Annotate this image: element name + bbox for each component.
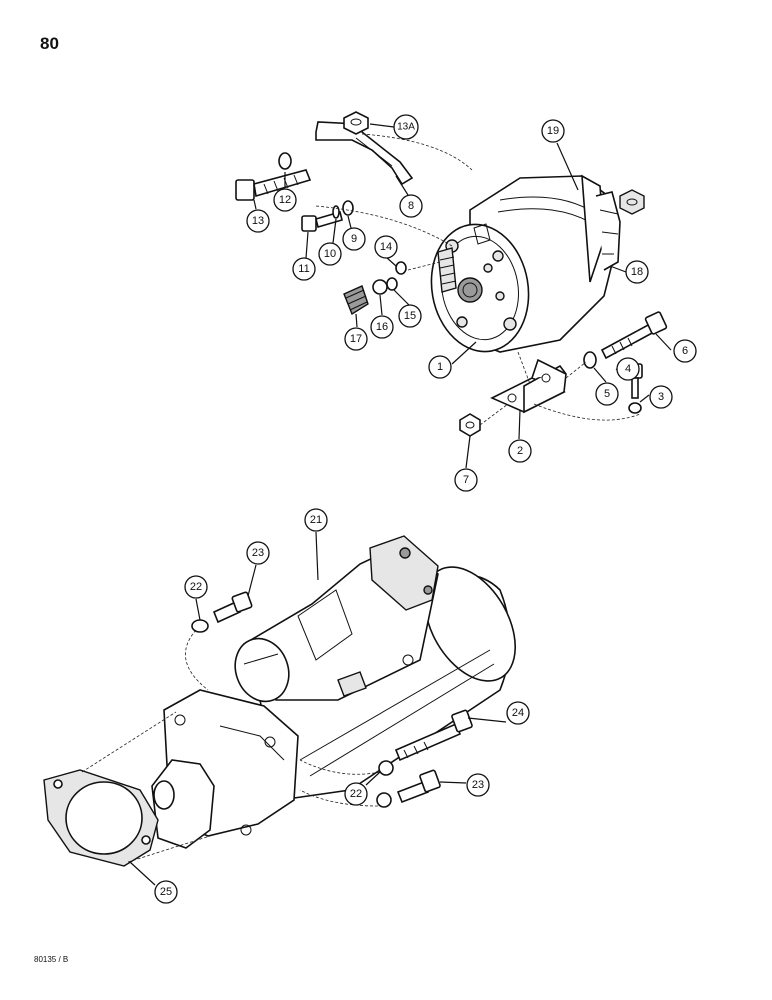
starter-solenoid — [234, 535, 439, 703]
bolt-24 — [394, 709, 473, 762]
bolt-6 — [600, 311, 668, 360]
callout-16: 16 — [370, 315, 394, 339]
svg-text:25: 25 — [160, 886, 172, 898]
callout-4: 4 — [616, 357, 640, 381]
callout-7: 7 — [454, 468, 478, 492]
starter-assembly — [43, 535, 517, 867]
svg-text:21: 21 — [310, 514, 322, 526]
callout-11: 11 — [292, 257, 316, 281]
alternator-assembly — [235, 111, 668, 437]
bolt-23-lower — [396, 769, 441, 804]
drive-housing — [151, 689, 299, 849]
mounting-gasket-25 — [43, 769, 159, 867]
svg-text:16: 16 — [376, 321, 388, 333]
svg-text:7: 7 — [463, 474, 469, 486]
svg-text:19: 19 — [547, 125, 559, 137]
hex-nut-13a — [343, 111, 369, 135]
callout-22-upper: 22 — [184, 575, 208, 599]
washer-9 — [342, 200, 354, 216]
hex-nut-7 — [459, 413, 481, 437]
callout-12: 12 — [273, 188, 297, 212]
svg-text:24: 24 — [512, 707, 524, 719]
washer-22-lower — [378, 760, 394, 776]
svg-text:8: 8 — [408, 200, 414, 212]
callout-24: 24 — [506, 701, 530, 725]
lockwasher-3 — [628, 402, 642, 414]
svg-text:18: 18 — [631, 266, 643, 278]
lockwasher-10 — [332, 205, 340, 219]
callout-5: 5 — [595, 382, 619, 406]
callout-19: 19 — [541, 119, 565, 143]
washer-14 — [395, 261, 407, 275]
alternator-body — [430, 174, 645, 353]
svg-text:1: 1 — [437, 361, 443, 373]
svg-text:11: 11 — [298, 263, 309, 275]
page-number: 80 — [40, 34, 59, 53]
callout-13a: 13A — [393, 114, 419, 140]
callout-22-lower: 22 — [344, 782, 368, 806]
svg-text:4: 4 — [625, 363, 631, 375]
svg-text:23: 23 — [252, 547, 264, 559]
svg-text:14: 14 — [380, 241, 392, 253]
svg-text:22: 22 — [350, 788, 362, 800]
washer-22-lower-b — [376, 792, 392, 808]
callout-1: 1 — [428, 355, 452, 379]
svg-text:22: 22 — [190, 581, 202, 593]
callout-18: 18 — [625, 260, 649, 284]
callout-10: 10 — [318, 242, 342, 266]
callout-3: 3 — [649, 385, 673, 409]
callout-25: 25 — [154, 880, 178, 904]
washer-5 — [583, 351, 597, 369]
washer-22-upper — [191, 619, 209, 633]
figure-code: 80135 / B — [34, 955, 69, 964]
callout-9: 9 — [342, 227, 366, 251]
callout-13: 13 — [246, 209, 270, 233]
svg-text:9: 9 — [351, 233, 357, 245]
callout-15: 15 — [398, 304, 422, 328]
callout-8: 8 — [399, 194, 423, 218]
svg-text:5: 5 — [604, 388, 610, 400]
nut-16 — [372, 279, 388, 295]
bolt-13 — [235, 169, 312, 201]
svg-text:15: 15 — [404, 310, 416, 322]
svg-text:6: 6 — [682, 345, 688, 357]
svg-text:13A: 13A — [397, 122, 415, 133]
svg-text:13: 13 — [252, 215, 264, 227]
svg-text:10: 10 — [324, 248, 336, 260]
svg-text:3: 3 — [658, 391, 664, 403]
terminal-boot-17 — [343, 285, 369, 316]
callout-14: 14 — [374, 235, 398, 259]
svg-text:2: 2 — [517, 445, 523, 457]
washer-12 — [278, 152, 292, 170]
callout-23-lower: 23 — [466, 773, 490, 797]
svg-text:12: 12 — [279, 194, 291, 206]
svg-text:23: 23 — [472, 779, 484, 791]
svg-text:17: 17 — [350, 333, 362, 345]
callout-6: 6 — [673, 339, 697, 363]
lockwasher-15 — [386, 277, 398, 291]
callout-23-upper: 23 — [246, 541, 270, 565]
callout-17: 17 — [344, 327, 368, 351]
bolt-23-upper — [212, 591, 253, 624]
mounting-bracket-2 — [490, 358, 567, 414]
callout-21: 21 — [304, 508, 328, 532]
callout-2: 2 — [508, 439, 532, 463]
